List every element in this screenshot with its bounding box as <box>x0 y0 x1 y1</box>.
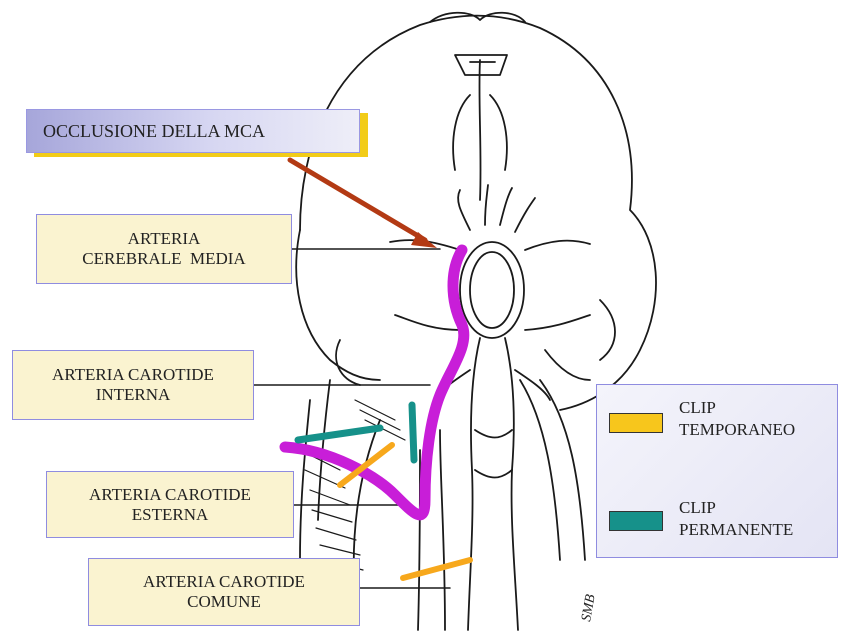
label-mca-line-2: CEREBRALE MEDIA <box>82 249 245 269</box>
temporary-clip-lower <box>403 560 470 578</box>
temporary-clip-swatch <box>609 413 663 433</box>
artist-signature: SMB <box>579 593 599 623</box>
label-eca-line-1: ARTERIA CAROTIDE <box>89 485 251 505</box>
label-occlusion-text: OCCLUSIONE DELLA MCA <box>43 121 265 141</box>
label-mca-line-1: ARTERIA <box>128 229 201 249</box>
label-ica-line-1: ARTERIA CAROTIDE <box>52 365 214 385</box>
permanent-clip-upper <box>298 428 380 440</box>
permanent-clip-swatch <box>609 511 663 531</box>
label-internal-carotid-artery: ARTERIA CAROTIDE INTERNA <box>12 350 254 420</box>
permanent-clip-vertical <box>412 405 414 460</box>
label-cca-line-1: ARTERIA CAROTIDE <box>143 572 305 592</box>
label-ica-line-2: INTERNA <box>96 385 171 405</box>
label-occlusion: OCCLUSIONE DELLA MCA <box>26 109 360 153</box>
label-cca-line-2: COMUNE <box>187 592 261 612</box>
label-eca-line-2: ESTERNA <box>132 505 209 525</box>
temporary-clip-label: CLIP TEMPORANEO <box>679 397 795 441</box>
temporary-clip-label-line-1: CLIP <box>679 397 795 419</box>
occlusion-arrow <box>290 160 437 248</box>
label-common-carotid-artery: ARTERIA CAROTIDE COMUNE <box>88 558 360 626</box>
label-external-carotid-artery: ARTERIA CAROTIDE ESTERNA <box>46 471 294 538</box>
highlighted-vessel <box>285 250 464 515</box>
permanent-clip-label-line-1: CLIP <box>679 497 793 519</box>
temporary-clip-label-line-2: TEMPORANEO <box>679 419 795 441</box>
permanent-clip-label: CLIP PERMANENTE <box>679 497 793 541</box>
label-middle-cerebral-artery: ARTERIA CEREBRALE MEDIA <box>36 214 292 284</box>
clip-legend: CLIP TEMPORANEO CLIP PERMANENTE <box>596 384 838 558</box>
permanent-clip-label-line-2: PERMANENTE <box>679 519 793 541</box>
